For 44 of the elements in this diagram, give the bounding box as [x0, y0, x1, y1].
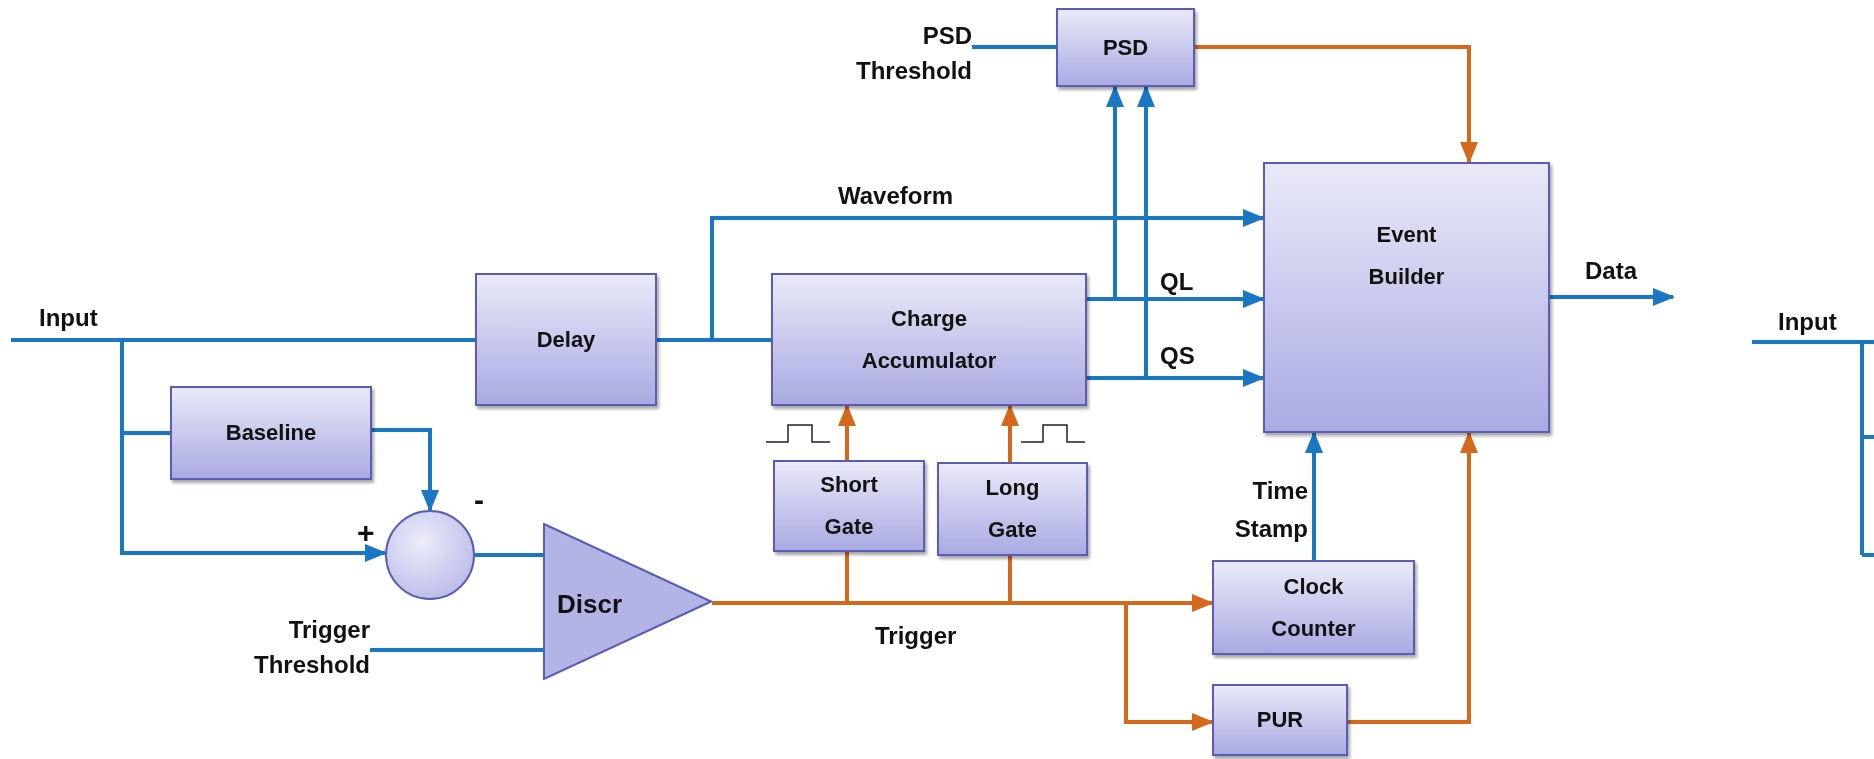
- arrow: [838, 404, 856, 460]
- arrow: [1087, 85, 1155, 380]
- process-box: [1056, 8, 1195, 87]
- arrow: [1195, 45, 1478, 164]
- process-box: [937, 462, 1088, 556]
- arrow: [1348, 431, 1478, 724]
- block-label: Short Gate: [819, 471, 879, 541]
- connector-line: [370, 648, 543, 652]
- process-box: [771, 273, 1087, 406]
- plus-sign: +: [357, 516, 375, 550]
- block-label: Clock Counter: [1270, 572, 1357, 643]
- edge-label: QL: [1160, 268, 1194, 296]
- arrow: [372, 428, 439, 512]
- edge-label: Data: [1585, 257, 1638, 285]
- connector-line: [972, 45, 1056, 49]
- process-box: [1212, 684, 1348, 756]
- signal-label: PSD Threshold: [855, 21, 972, 86]
- connector-line: [475, 553, 543, 557]
- signal-label: Input: [1778, 308, 1837, 336]
- signal-label: Trigger Threshold: [253, 615, 370, 680]
- block-label: Discr: [557, 587, 623, 621]
- block-label: Long Gate: [984, 474, 1041, 544]
- arrow: [1087, 85, 1124, 301]
- process-box: [1212, 560, 1415, 655]
- process-box: [773, 460, 925, 552]
- arrow: [11, 338, 387, 562]
- signal-label: Input: [39, 304, 98, 333]
- minus-sign: -: [474, 483, 484, 517]
- block-label: Charge Accumulator: [860, 304, 998, 375]
- block-label: Baseline: [225, 419, 317, 448]
- block-label: PSD: [1102, 33, 1149, 62]
- arrow: [1001, 404, 1019, 462]
- block-label: Event Builder: [1367, 221, 1446, 291]
- edge-label: QS: [1160, 342, 1195, 370]
- process-box: [475, 273, 657, 406]
- edge-label: Time Stamp: [1233, 476, 1308, 545]
- process-box: [1263, 162, 1550, 433]
- edge-label: Waveform: [838, 182, 954, 210]
- block-label: Delay: [536, 325, 596, 354]
- block-label: PUR: [1256, 706, 1304, 735]
- arrow: [1305, 431, 1323, 560]
- arrow: [1550, 288, 1675, 306]
- edge-label: Trigger: [875, 622, 957, 650]
- process-box: [170, 386, 372, 480]
